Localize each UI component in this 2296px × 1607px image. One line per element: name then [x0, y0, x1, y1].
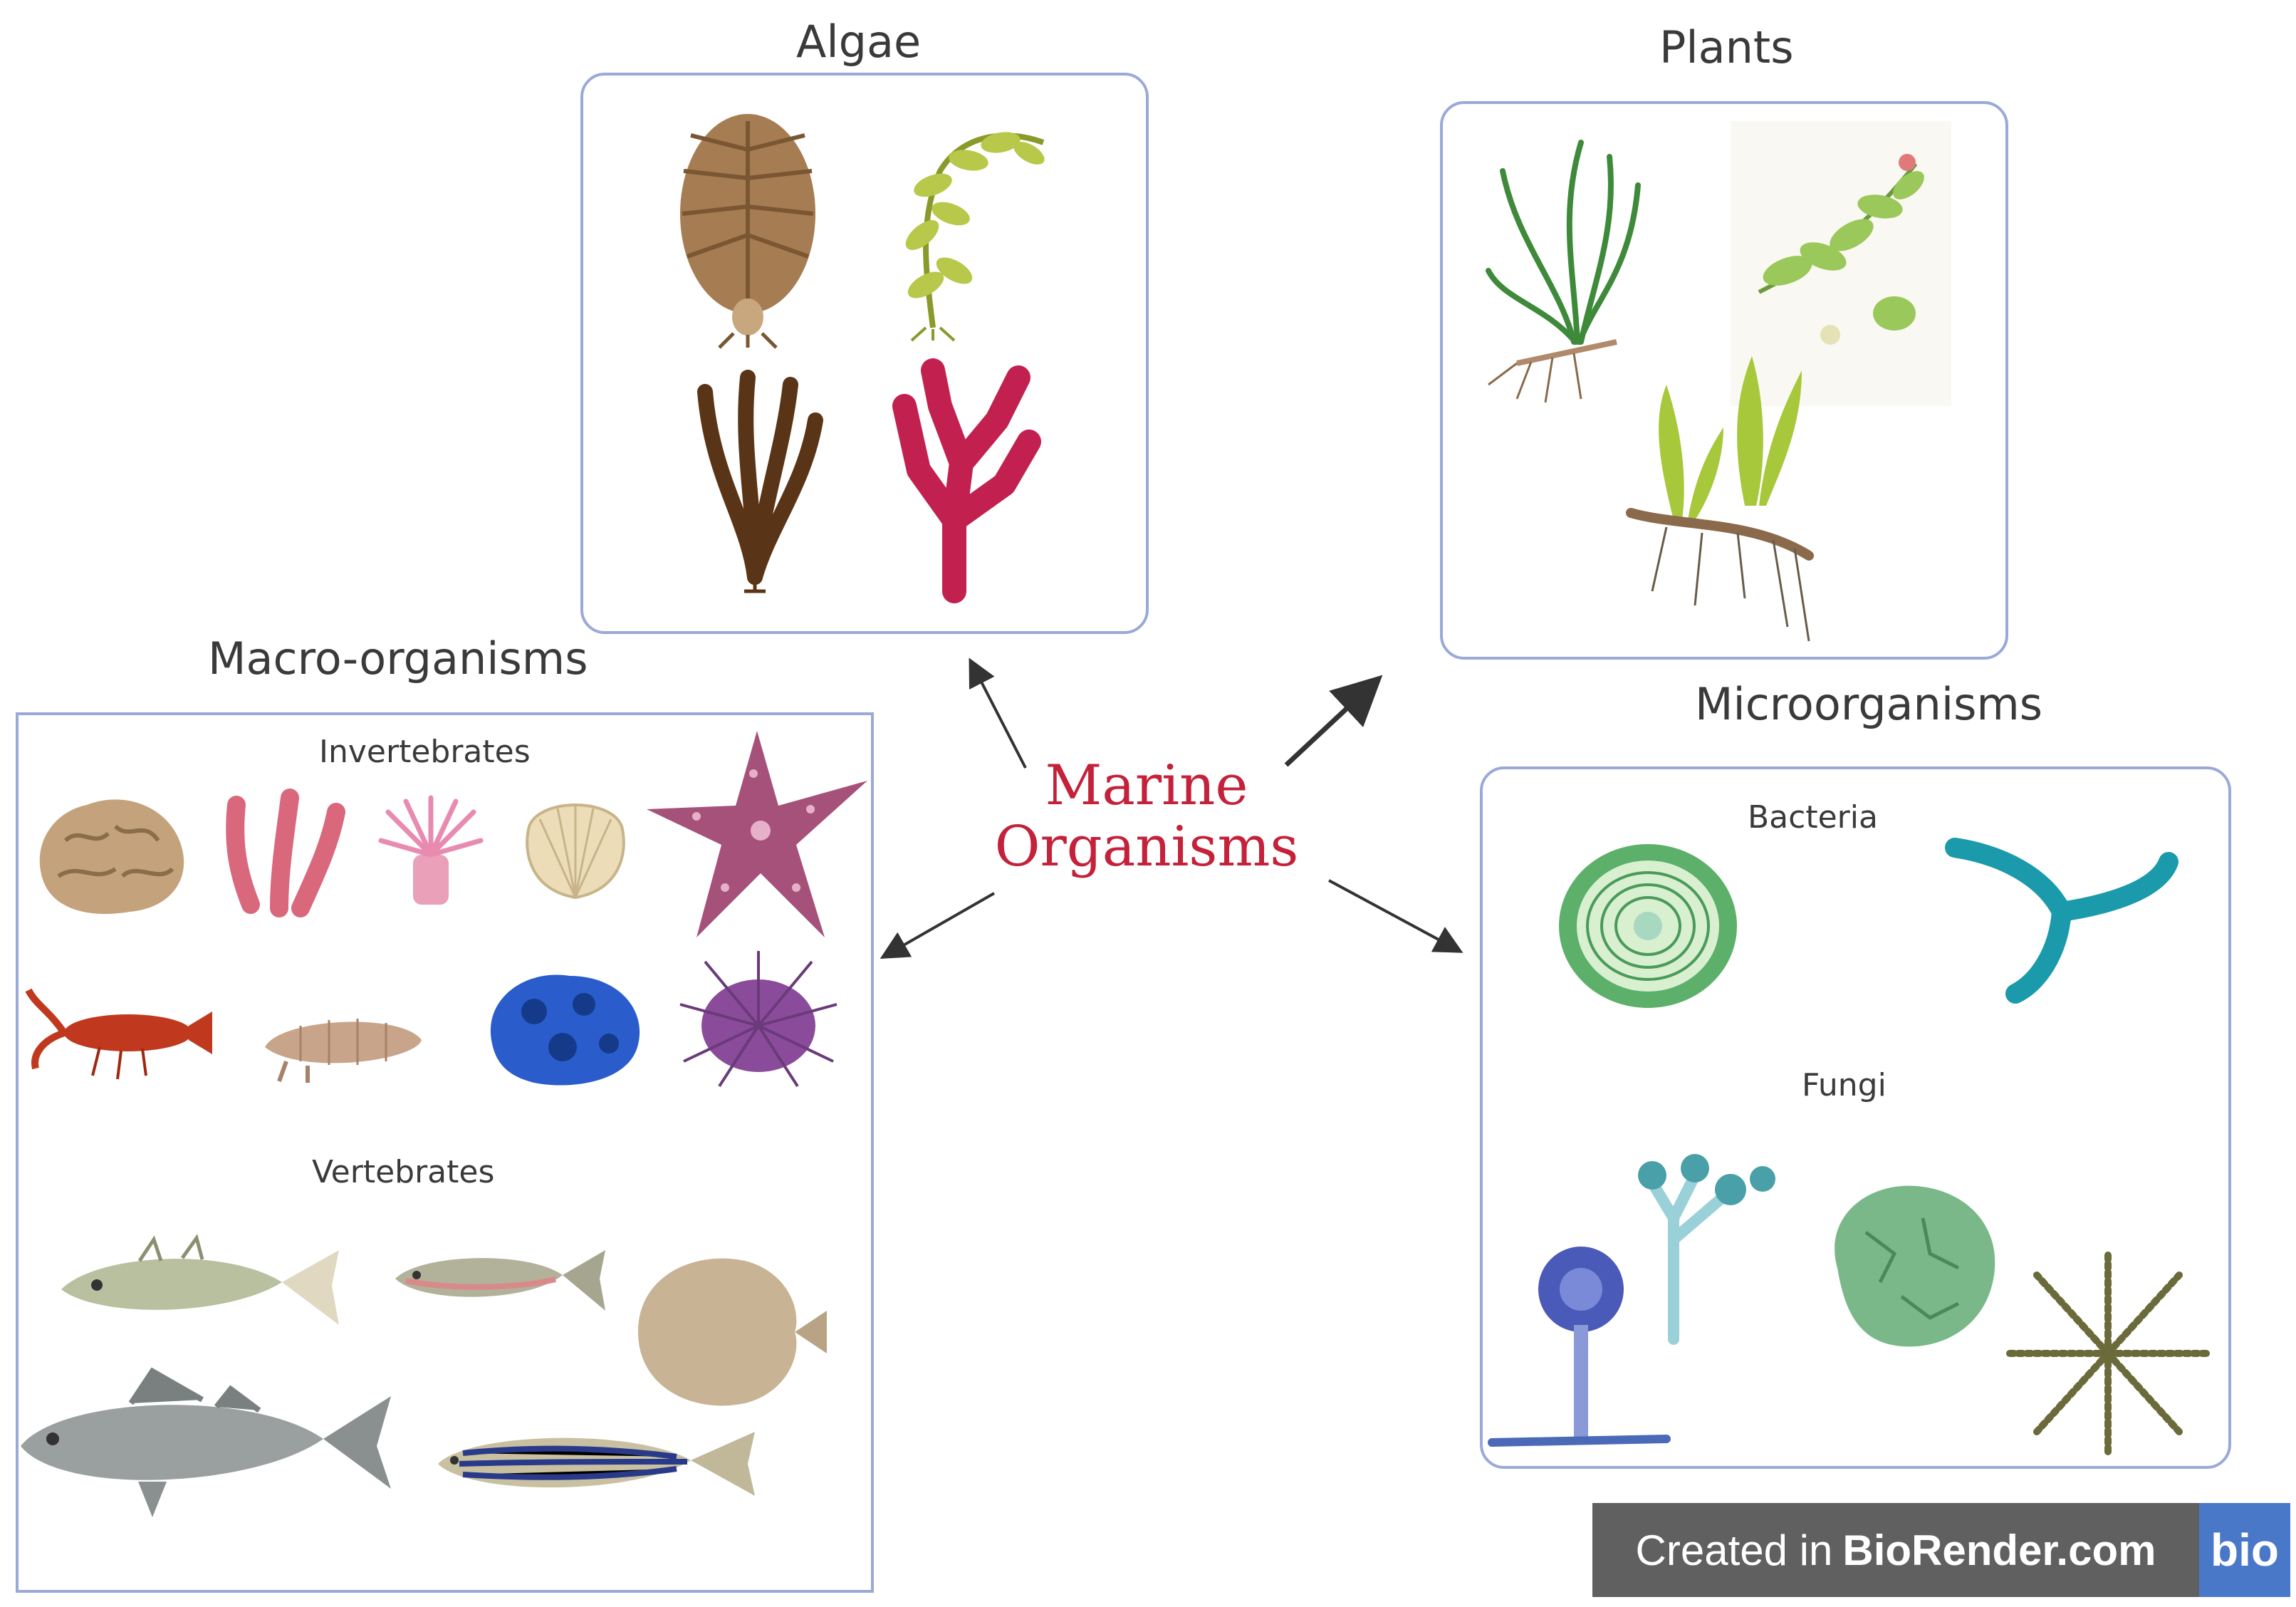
- badge-text: Created in BioRender.com: [1592, 1503, 2199, 1597]
- arrow-to-micro: [1328, 879, 1463, 953]
- rhizome-grass-icon: [1626, 356, 1814, 642]
- spiral-fungus-icon: [2005, 1250, 2211, 1457]
- arrow-to-plants: [1284, 675, 1383, 767]
- anemone-icon: [378, 795, 484, 905]
- sea-bass-icon: [21, 1367, 391, 1517]
- flowering-plant-icon: [1731, 121, 1951, 406]
- center-title-line1: Marine: [1045, 754, 1248, 818]
- kelp-dark-icon: [697, 370, 823, 593]
- sea-urchin-icon: [679, 951, 837, 1088]
- plants-title: Plants: [1659, 21, 1794, 73]
- stickleback-fish-icon: [61, 1234, 339, 1325]
- kelp-brown-icon: [680, 114, 815, 349]
- micro-title: Microorganisms: [1695, 678, 2043, 730]
- shell-icon: [526, 804, 625, 900]
- bacteria-label: Bacteria: [1748, 799, 1878, 836]
- badge-prefix: Created in: [1635, 1526, 1833, 1574]
- arrow-to-algae: [969, 657, 1027, 769]
- filament-bacterium-icon: [1945, 838, 2178, 1004]
- red-algae-icon: [892, 358, 1041, 603]
- starfish-icon: [647, 731, 867, 937]
- algae-title: Algae: [796, 16, 922, 68]
- biorender-logo: bio: [2199, 1503, 2290, 1597]
- bacterium-cell-icon: [1559, 844, 1737, 1008]
- penicillium-icon: [1638, 1154, 1775, 1345]
- algae-box: [580, 73, 1149, 634]
- tube-sponge-icon: [226, 789, 345, 917]
- badge-brand: BioRender.com: [1842, 1526, 2156, 1574]
- trout-icon: [395, 1250, 605, 1311]
- lichen-icon: [1835, 1185, 1995, 1347]
- arrow-to-macro: [880, 892, 995, 959]
- vertebrates-label: Vertebrates: [312, 1154, 495, 1190]
- aspergillus-icon: [1488, 1247, 1671, 1447]
- zebrafish-icon: [438, 1432, 755, 1496]
- blue-sponge-icon: [490, 974, 640, 1086]
- seagrass-icon: [1486, 140, 1641, 403]
- lobster-icon: [25, 988, 212, 1080]
- coral-icon: [39, 799, 184, 915]
- sea-slug-icon: [265, 1019, 422, 1083]
- center-title-line2: Organisms: [994, 815, 1299, 879]
- marine-organisms-title: Marine Organisms: [983, 755, 1310, 878]
- fungi-label: Fungi: [1802, 1067, 1887, 1103]
- macro-title: Macro-organisms: [208, 633, 588, 685]
- flatfish-icon: [638, 1258, 827, 1406]
- biorender-badge: Created in BioRender.com bio: [1592, 1503, 2290, 1597]
- invertebrates-label: Invertebrates: [319, 734, 531, 770]
- seaweed-green-icon: [905, 132, 1045, 342]
